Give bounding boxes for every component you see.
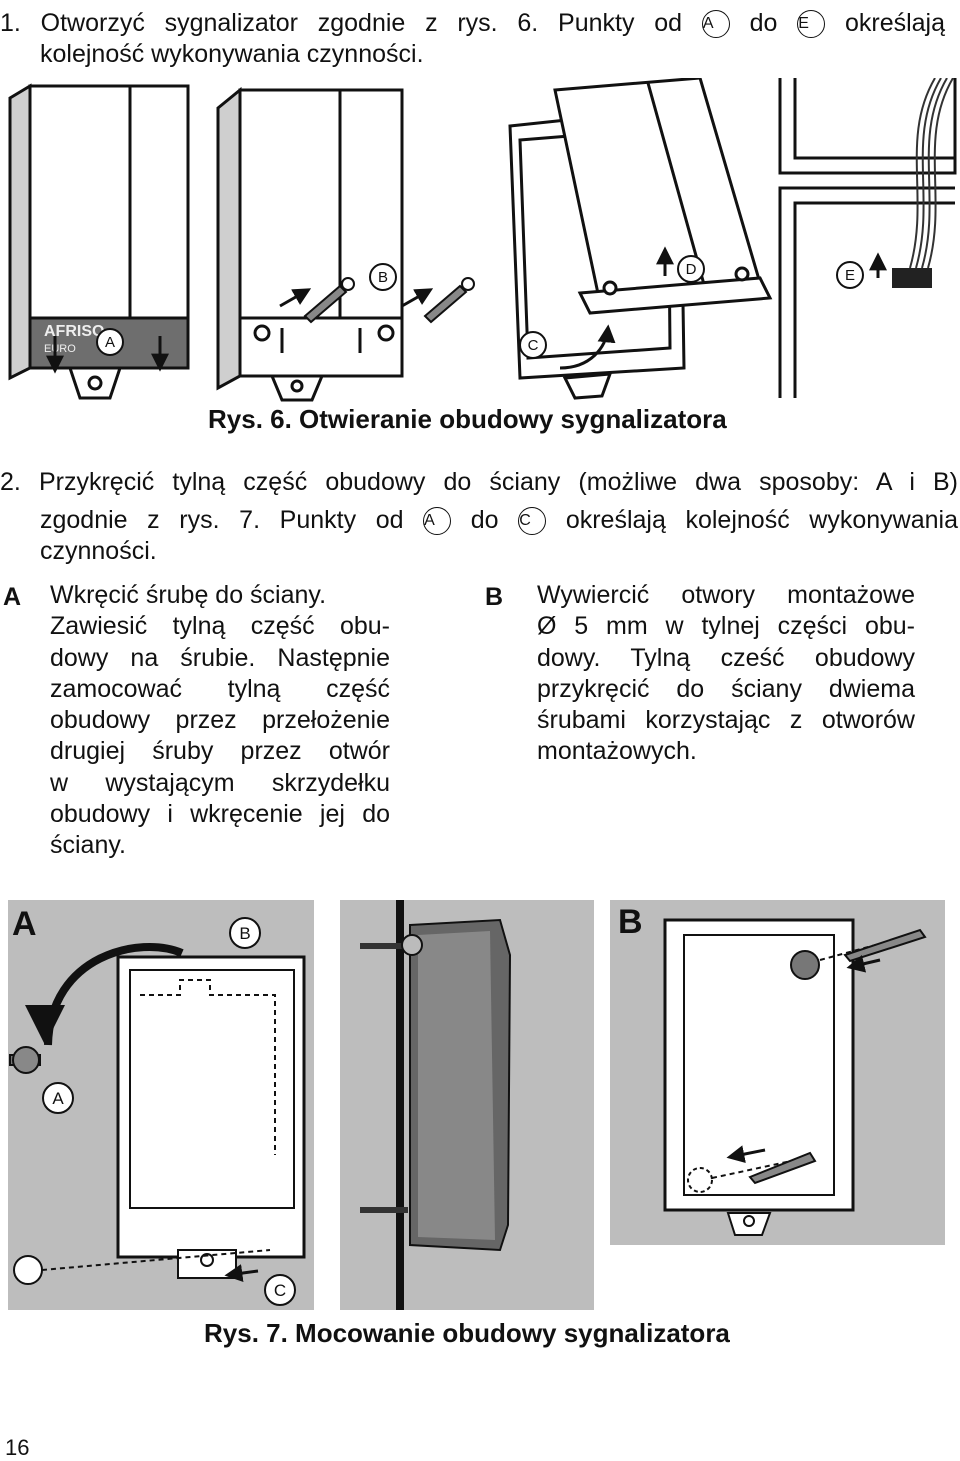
- step1-line1: 1. Otworzyć sygnalizator zgodnie z rys. …: [0, 8, 945, 39]
- option-a-line: dowy na śrubie. Następnie: [50, 643, 390, 672]
- step1-marker-to: E: [797, 10, 826, 39]
- step1-text-b: określają: [844, 9, 946, 37]
- option-a-line: w wystającym skrzydełku: [50, 768, 390, 797]
- fig7-panel-b-label: B: [618, 903, 643, 941]
- step2-marker-to: C: [518, 507, 547, 536]
- fig7-panel-side: [340, 900, 594, 1310]
- step2-line3: czynności.: [40, 537, 157, 565]
- option-b-line: montażowych.: [537, 737, 697, 766]
- step2-text-b: określają kolejność wykonywania: [565, 506, 958, 534]
- fig7-label-b: B: [239, 924, 250, 943]
- option-b-line: Ø 5 mm w tylnej części obu-: [537, 612, 915, 641]
- fig6-panel-closed-housing: [8, 83, 190, 400]
- step2-mid: do: [470, 506, 499, 534]
- fig6-label-b: B: [378, 269, 388, 286]
- option-a-line: Wkręcić śrubę do ściany.: [50, 581, 327, 609]
- fig6-brand-sub: EURO: [44, 343, 76, 355]
- step1-paragraph: 1. Otworzyć sygnalizator zgodnie z rys. …: [0, 8, 945, 70]
- page-number: 16: [5, 1435, 30, 1460]
- step2-text-a: zgodnie z rys. 7. Punkty od: [40, 506, 404, 534]
- fig6-panel-screws: [216, 86, 404, 402]
- step2-line1: 2. Przykręcić tylną część obudowy do ści…: [0, 467, 958, 498]
- option-b-text: Wywiercić otwory montażowe Ø 5 mm w tyln…: [537, 580, 915, 768]
- option-a-line: zamocować tylną część: [50, 674, 390, 703]
- step1-line2: kolejność wykonywania czynności.: [40, 40, 424, 68]
- step2-number: 2.: [0, 468, 21, 496]
- fig7-caption: Rys. 7. Mocowanie obudowy sygnalizatora: [204, 1318, 730, 1348]
- step2-paragraph: 2. Przykręcić tylną część obudowy do ści…: [0, 467, 958, 567]
- step2-line1-text: Przykręcić tylną część obudowy do ściany…: [38, 468, 959, 496]
- option-b-marker: B: [485, 583, 504, 611]
- step1-number: 1.: [0, 9, 21, 37]
- option-a-line: Zawiesić tylną część obu-: [50, 612, 390, 641]
- option-b-line: przykręcić do ściany dwiema: [537, 674, 915, 703]
- option-a-line: ściany.: [50, 831, 126, 860]
- fig6-brand-text: AFRISO: [44, 323, 104, 340]
- fig7-panel-a-label: A: [12, 905, 37, 943]
- step1-mid: do: [749, 9, 778, 37]
- option-b-line: śrubami korzystając z otworów: [537, 706, 915, 735]
- figure-6: AFRISO EURO A B C D E: [8, 78, 957, 402]
- step2-marker-from: A: [423, 507, 452, 536]
- fig6-label-d: D: [686, 261, 697, 278]
- option-b-line: Wywiercić otwory montażowe: [537, 581, 915, 609]
- fig7-label-a: A: [52, 1089, 64, 1108]
- fig7-panel-b: [610, 900, 945, 1245]
- fig6-label-a: A: [105, 334, 115, 351]
- step1-text-a: Otworzyć sygnalizator zgodnie z rys. 6. …: [40, 9, 683, 37]
- option-a-marker: A: [3, 583, 22, 611]
- option-b-line: dowy. Tylną cześć obudowy: [537, 643, 915, 672]
- step1-marker-from: A: [701, 10, 730, 39]
- fig7-label-c: C: [274, 1281, 286, 1300]
- option-a-line: drugiej śruby przez otwór: [50, 737, 390, 766]
- fig6-label-e: E: [845, 267, 855, 284]
- fig6-panel-cover-open: [508, 78, 773, 400]
- fig6-panel-ribbon-cable: [778, 78, 957, 398]
- step2-line2: zgodnie z rys. 7. Punkty od A do C okreś…: [0, 505, 958, 536]
- fig6-label-c: C: [528, 337, 539, 354]
- option-a-text: Wkręcić śrubę do ściany. Zawiesić tylną …: [50, 580, 390, 862]
- fig6-caption: Rys. 6. Otwieranie obudowy sygnalizatora: [208, 404, 727, 434]
- option-a-line: obudowy przez przełożenie: [50, 706, 390, 735]
- figure-7: A B B A C: [8, 900, 945, 1310]
- option-a-line: obudowy i wkręcenie jej do: [50, 800, 390, 829]
